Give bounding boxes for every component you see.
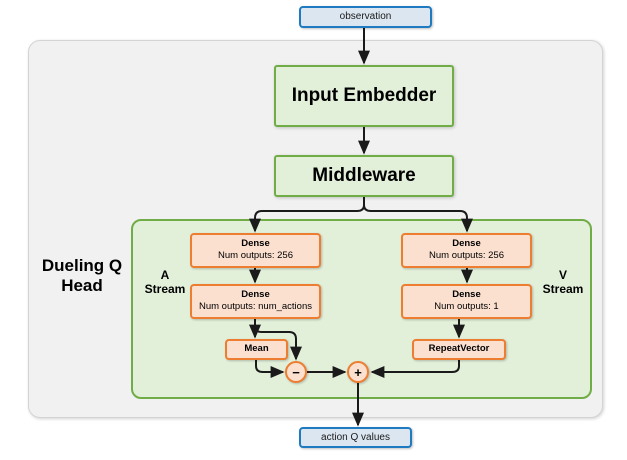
middleware-label: Middleware [312,165,416,187]
mean-node: Mean [225,339,288,360]
add-operator-glyph: + [354,364,362,380]
a-stream-label-line2: Stream [144,282,186,297]
mean-label: Mean [244,343,269,355]
action-q-values-label: action Q values [321,431,390,443]
a-stream-label-line1: A [160,268,170,282]
v-stream-dense-2-title: Dense [452,289,481,301]
input-embedder-node: Input Embedder [274,65,454,127]
v-stream-dense-1-subtitle: Num outputs: 256 [429,250,504,261]
v-stream-label-line1: V [558,268,567,282]
a-stream-dense-2-node: Dense Num outputs: num_actions [190,284,321,319]
action-q-values-node: action Q values [299,427,412,448]
subtract-operator-node: − [285,361,307,383]
repeat-vector-label: RepeatVector [428,343,490,355]
v-stream-dense-1-node: Dense Num outputs: 256 [401,233,532,268]
a-stream-dense-1-title: Dense [241,238,270,250]
observation-label: observation [339,11,392,23]
input-embedder-label: Input Embedder [291,85,437,107]
v-stream-label: V Stream [536,268,590,297]
dueling-q-head-label-line2: Head [61,276,103,296]
add-operator-node: + [347,361,369,383]
a-stream-dense-1-node: Dense Num outputs: 256 [190,233,321,268]
v-stream-dense-2-node: Dense Num outputs: 1 [401,284,532,319]
middleware-node: Middleware [274,155,454,197]
observation-node: observation [299,6,432,28]
dueling-q-head-label: Dueling Q Head [34,256,130,297]
v-stream-dense-1-title: Dense [452,238,481,250]
dueling-q-head-label-line1: Dueling Q [41,256,123,275]
a-stream-dense-2-title: Dense [241,289,270,301]
v-stream-dense-2-subtitle: Num outputs: 1 [434,301,499,312]
a-stream-dense-2-subtitle: Num outputs: num_actions [198,301,312,312]
subtract-operator-glyph: − [292,364,300,380]
repeat-vector-node: RepeatVector [412,339,506,360]
a-stream-label: A Stream [140,268,190,297]
a-stream-dense-1-subtitle: Num outputs: 256 [218,250,293,261]
v-stream-label-line2: Stream [542,282,584,297]
